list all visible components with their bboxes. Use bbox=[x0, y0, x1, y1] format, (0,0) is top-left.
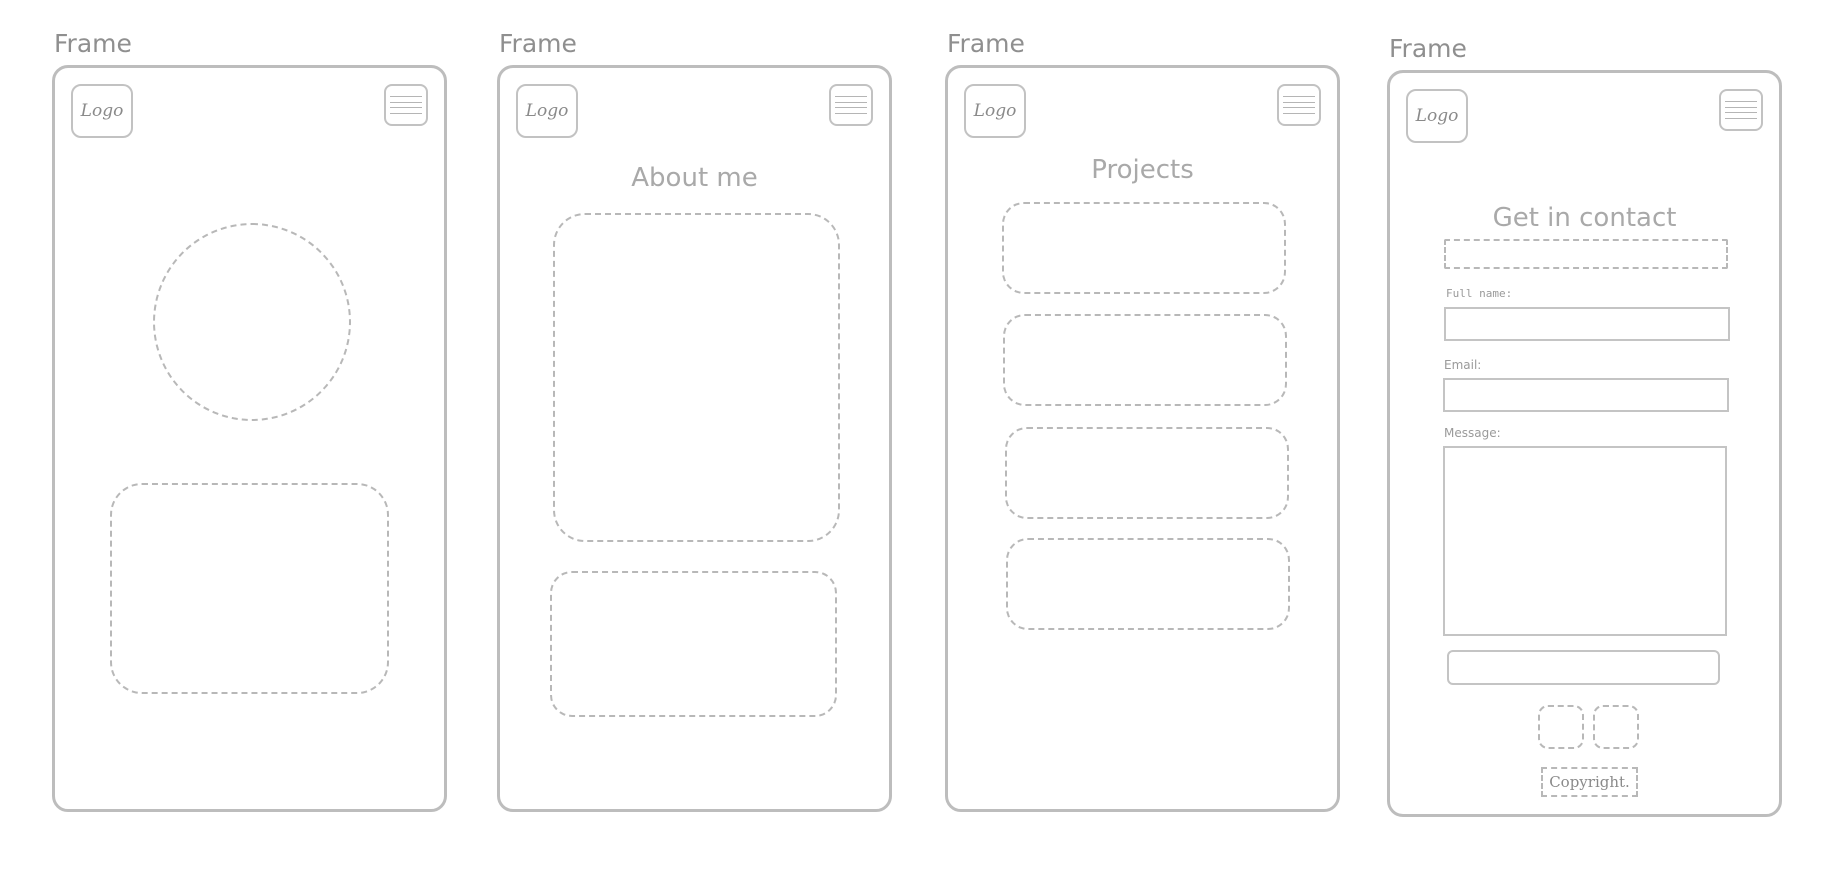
logo[interactable]: Logo bbox=[71, 84, 133, 138]
project-card[interactable] bbox=[1005, 427, 1289, 519]
hamburger-menu-icon[interactable] bbox=[829, 84, 873, 126]
hamburger-menu-icon[interactable] bbox=[384, 84, 428, 126]
logo[interactable]: Logo bbox=[964, 84, 1026, 138]
social-icon[interactable] bbox=[1593, 705, 1639, 749]
message-label: Message: bbox=[1444, 426, 1501, 440]
project-card[interactable] bbox=[1003, 314, 1287, 406]
hamburger-menu-icon[interactable] bbox=[1719, 89, 1763, 131]
frame-label-home: Frame bbox=[54, 29, 132, 58]
subtitle-placeholder bbox=[1444, 239, 1728, 269]
project-card[interactable] bbox=[1002, 202, 1286, 294]
frame-label-about: Frame bbox=[499, 29, 577, 58]
frame-projects: Logo Projects bbox=[945, 65, 1340, 812]
intro-content-placeholder bbox=[110, 483, 389, 694]
submit-button[interactable] bbox=[1447, 650, 1720, 685]
about-image-placeholder bbox=[553, 213, 840, 542]
page-title: Get in contact bbox=[1492, 203, 1677, 233]
page-title: Projects bbox=[1091, 155, 1194, 185]
project-card[interactable] bbox=[1006, 538, 1290, 630]
copyright-text: Copyright. bbox=[1541, 767, 1638, 797]
message-textarea[interactable] bbox=[1443, 446, 1727, 636]
email-label: Email: bbox=[1444, 358, 1482, 372]
frame-contact: Logo Get in contact Full name: Email: Me… bbox=[1387, 70, 1782, 817]
about-text-placeholder bbox=[550, 571, 837, 717]
logo[interactable]: Logo bbox=[516, 84, 578, 138]
frame-label-projects: Frame bbox=[947, 29, 1025, 58]
email-input[interactable] bbox=[1443, 378, 1729, 412]
frame-about: Logo About me bbox=[497, 65, 892, 812]
social-icon[interactable] bbox=[1538, 705, 1584, 749]
frame-home: Logo bbox=[52, 65, 447, 812]
full-name-label: Full name: bbox=[1446, 287, 1513, 300]
frame-label-contact: Frame bbox=[1389, 34, 1467, 63]
profile-image-placeholder bbox=[153, 223, 351, 421]
full-name-input[interactable] bbox=[1444, 307, 1730, 341]
logo[interactable]: Logo bbox=[1406, 89, 1468, 143]
page-title: About me bbox=[631, 163, 758, 193]
hamburger-menu-icon[interactable] bbox=[1277, 84, 1321, 126]
